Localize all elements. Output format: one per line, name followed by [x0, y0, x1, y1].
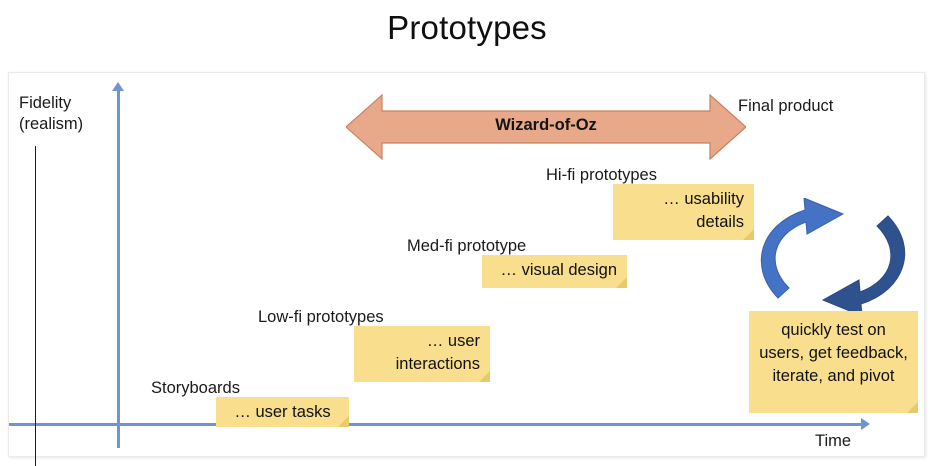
page-title: Prototypes [387, 9, 547, 46]
note-fold-corner-icon [338, 416, 349, 427]
y-axis-label: Fidelity (realism) [19, 94, 84, 133]
x-axis-arrowhead-icon [861, 418, 870, 430]
note-fold-corner-icon [743, 229, 754, 240]
y-axis-line [117, 88, 120, 448]
note-storyboards: … user tasks [216, 397, 349, 427]
note-fold-corner-icon [479, 371, 490, 382]
note-fold-corner-icon [616, 277, 627, 288]
note-low-fi-prototypes: … user interactions [354, 326, 490, 382]
final-product-label: Final product [738, 97, 834, 115]
wizard-of-oz-double-arrow-icon [346, 93, 746, 161]
wizard-of-oz-label: Wizard-of-Oz [495, 116, 597, 134]
note-iteration-guidance: quickly test on users, get feedback, ite… [749, 311, 918, 413]
y-axis-arrowhead-icon [112, 82, 124, 91]
note-fold-corner-icon [907, 402, 918, 413]
note-text: … user tasks [234, 403, 331, 421]
left-vertical-rule [35, 146, 36, 466]
x-axis-line [9, 423, 864, 426]
circular-arrows-icon [757, 198, 909, 316]
tier-label-hi-fi-prototypes: Hi-fi prototypes [546, 166, 657, 184]
note-med-fi-prototype: … visual design [482, 255, 627, 288]
tier-label-med-fi-prototype: Med-fi prototype [407, 237, 527, 255]
tier-label-low-fi-prototypes: Low-fi prototypes [258, 308, 384, 326]
prototypes-fidelity-diagram: Fidelity (realism) Time Wizard-of-Oz Fin… [8, 72, 925, 466]
note-text: … user interactions [395, 332, 480, 373]
note-hi-fi-prototypes: … usability details [613, 184, 754, 240]
note-text: quickly test on users, get feedback, ite… [759, 321, 908, 385]
tier-label-storyboards: Storyboards [151, 379, 240, 397]
x-axis-label: Time [815, 432, 852, 450]
note-text: … visual design [500, 261, 617, 279]
note-text: … usability details [663, 190, 744, 231]
